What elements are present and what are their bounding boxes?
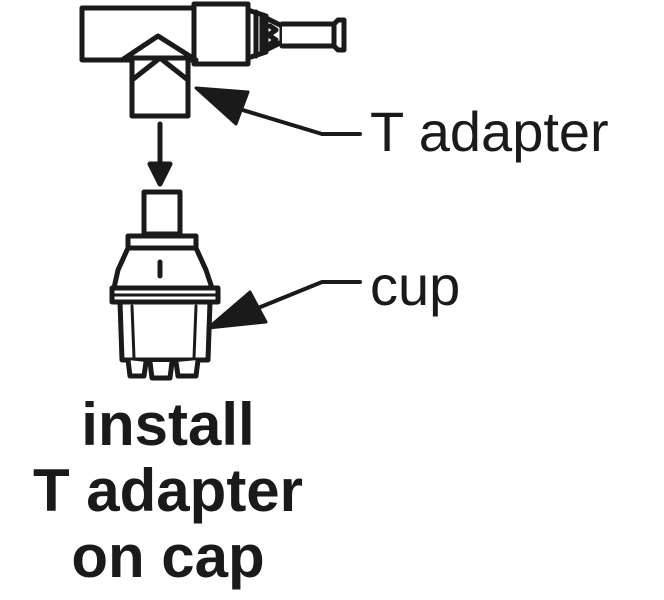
t-adapter-label: T adapter [370, 100, 609, 163]
caption-line-3: on cap [71, 523, 265, 590]
cup-label: cup [370, 254, 461, 317]
caption-line-1: install [81, 391, 255, 458]
cap-part [109, 189, 221, 381]
t-adapter-collar [191, 1, 251, 67]
t-adapter-leader [194, 86, 362, 136]
cap-shoulder [111, 245, 215, 291]
cup-leader [206, 280, 362, 330]
t-adapter-part [79, 1, 347, 119]
cup-body [117, 299, 213, 363]
caption-line-2: T adapter [32, 457, 304, 524]
t-adapter-stem [129, 55, 191, 119]
cap-post [141, 189, 183, 237]
instruction-caption: install T adapter on cap [0, 392, 336, 590]
cup-feet [125, 357, 201, 381]
down-arrow [147, 121, 173, 187]
